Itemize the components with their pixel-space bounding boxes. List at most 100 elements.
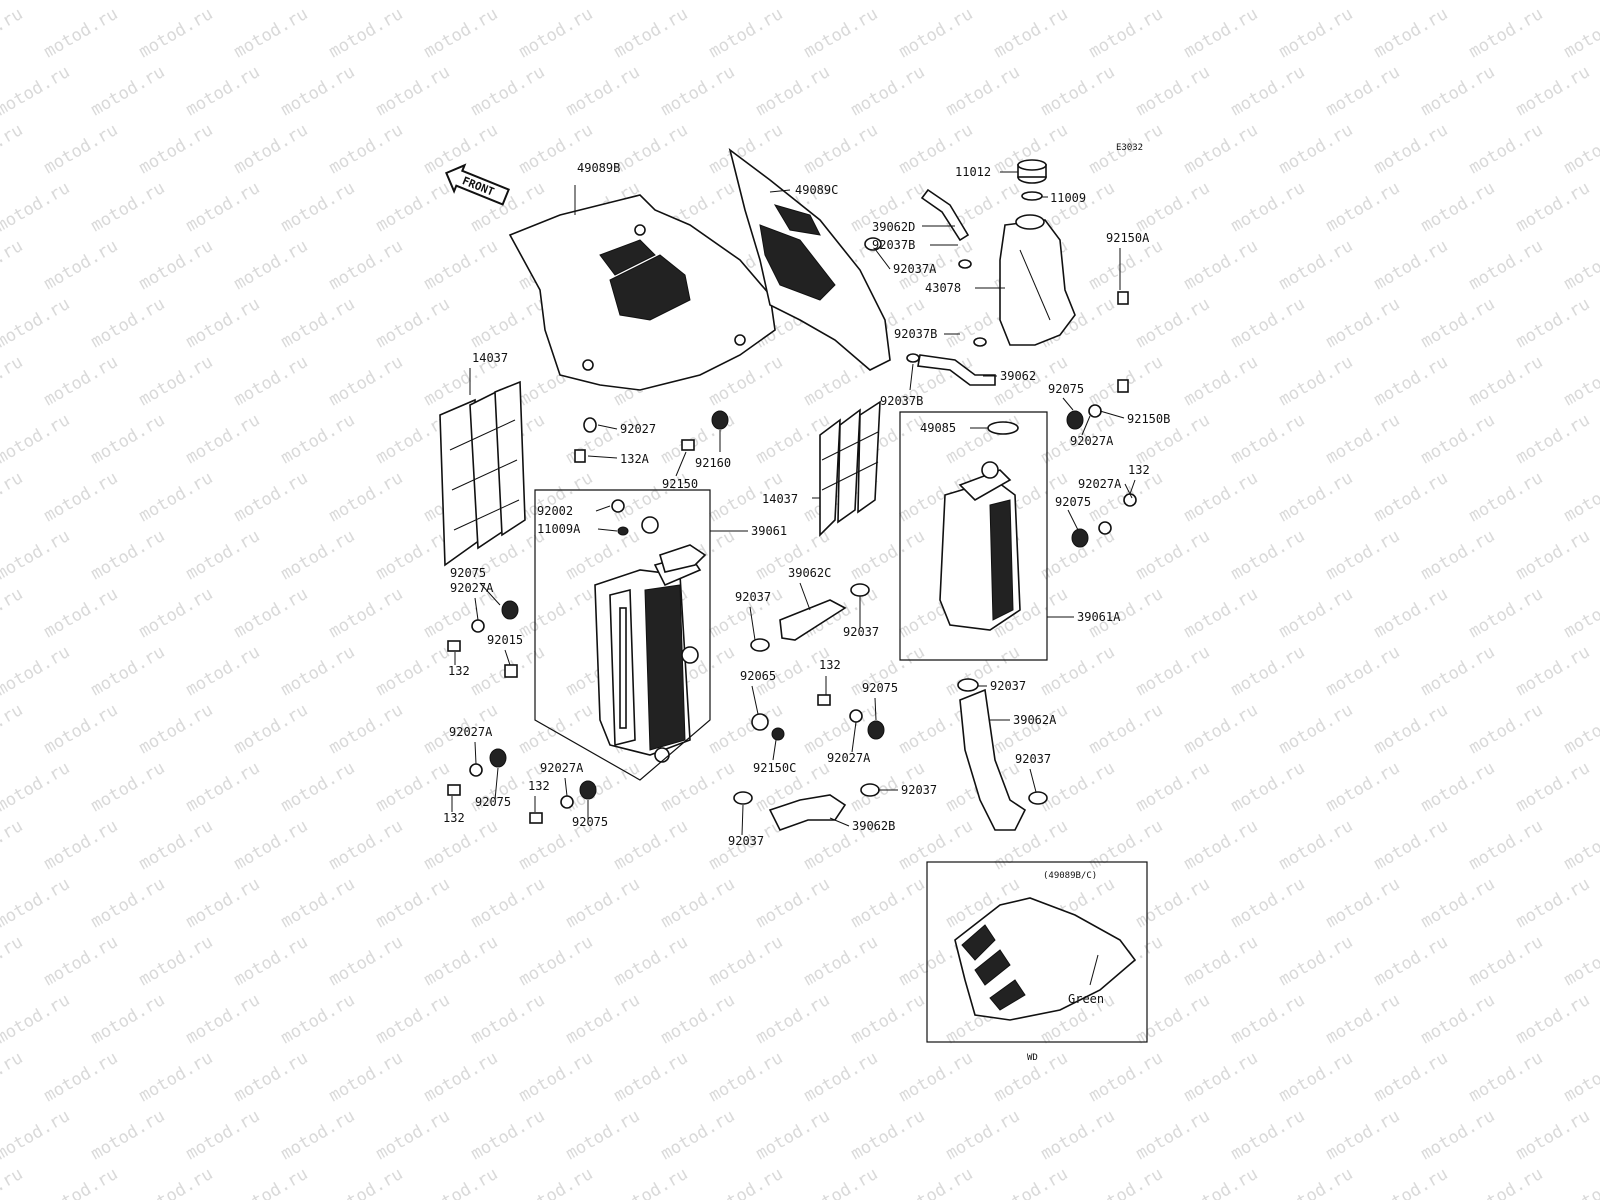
watermark-text: motod.ru <box>0 700 26 758</box>
leader-line <box>874 248 891 270</box>
part-number-label: 39062D <box>872 220 915 234</box>
watermark-text: motod.ru <box>1228 294 1309 352</box>
watermark-text: motod.ru <box>1133 62 1214 120</box>
watermark-text: motod.ru <box>1466 584 1547 642</box>
watermark-text: motod.ru <box>183 990 264 1048</box>
leader-line <box>1081 415 1091 436</box>
watermark-text: motod.ru <box>1276 236 1357 294</box>
front-arrow-icon: FRONT <box>445 163 510 206</box>
watermark-text: motod.ru <box>1371 932 1452 990</box>
watermark-text: motod.ru <box>0 4 26 62</box>
watermark-text: motod.ru <box>943 0 1024 4</box>
radiator-shroud-right <box>728 148 891 371</box>
watermark-text: motod.ru <box>706 4 787 62</box>
watermark-text: motod.ru <box>41 816 122 874</box>
watermark-text: motod.ru <box>1418 0 1499 4</box>
watermark-text: motod.ru <box>1323 758 1404 816</box>
watermark-text: motod.ru <box>801 932 882 990</box>
watermark-text: motod.ru <box>1466 236 1547 294</box>
watermark-text: motod.ru <box>1181 120 1262 178</box>
part-number-label: 92027A <box>1078 477 1122 491</box>
watermark-text: motod.ru <box>0 816 26 874</box>
watermark-text: motod.ru <box>1133 526 1214 584</box>
watermark-text: motod.ru <box>278 526 359 584</box>
hose-39062b <box>768 794 847 831</box>
watermark-text: motod.ru <box>41 468 122 526</box>
watermark-text: motod.ru <box>658 1106 739 1164</box>
watermark-text: motod.ru <box>1086 1164 1167 1200</box>
watermark-text: motod.ru <box>1133 758 1214 816</box>
watermark-text: motod.ru <box>183 62 264 120</box>
callout-labels: 49089B49089C110121100939062D92037B92037A… <box>443 161 1170 848</box>
watermark-text: motod.ru <box>136 932 217 990</box>
watermark-text: motod.ru <box>278 178 359 236</box>
watermark-text: motod.ru <box>1513 874 1594 932</box>
watermark-text: motod.ru <box>421 1048 502 1106</box>
watermark-text: motod.ru <box>1513 0 1594 4</box>
part-number-label: 92027A <box>449 725 493 739</box>
watermark-text: motod.ru <box>1371 584 1452 642</box>
watermark-text: motod.ru <box>611 120 692 178</box>
watermark-text: motod.ru <box>1323 990 1404 1048</box>
watermark-text: motod.ru <box>1513 294 1594 352</box>
watermark-text: motod.ru <box>1371 468 1452 526</box>
watermark-text: motod.ru <box>706 932 787 990</box>
leader-line <box>474 741 477 765</box>
overflow-hose-upper <box>920 188 970 242</box>
watermark-text: motod.ru <box>0 178 73 236</box>
watermark-text: motod.ru <box>516 700 597 758</box>
watermark-text: motod.ru <box>278 62 359 120</box>
watermark-text: motod.ru <box>1561 236 1600 294</box>
watermark-text: motod.ru <box>1038 0 1119 4</box>
watermark-text: motod.ru <box>1418 410 1499 468</box>
watermark-text: motod.ru <box>943 1106 1024 1164</box>
watermark-text: motod.ru <box>1181 816 1262 874</box>
part-number-label: 39062B <box>852 819 895 833</box>
watermark-text: motod.ru <box>136 4 217 62</box>
part-number-label: 92027A <box>1070 434 1114 448</box>
part-number-label: 92037A <box>893 262 937 276</box>
watermark-text: motod.ru <box>943 62 1024 120</box>
watermark-text: motod.ru <box>421 1164 502 1200</box>
watermark-text: motod.ru <box>326 120 407 178</box>
part-number-label: 92037 <box>843 625 879 639</box>
leader-line <box>504 649 511 666</box>
watermark-text: motod.ru <box>136 120 217 178</box>
watermark-text: motod.ru <box>231 700 312 758</box>
watermark-text: motod.ru <box>1371 1164 1452 1200</box>
watermark-text: motod.ru <box>421 4 502 62</box>
watermark-text: motod.ru <box>706 1048 787 1106</box>
watermark-text: motod.ru <box>1276 120 1357 178</box>
watermark-text: motod.ru <box>848 0 929 4</box>
watermark-text: motod.ru <box>0 236 26 294</box>
watermark-text: motod.ru <box>848 62 929 120</box>
watermark-text: motod.ru <box>326 236 407 294</box>
watermark-text: motod.ru <box>563 874 644 932</box>
watermark-text: motod.ru <box>1561 352 1600 410</box>
watermark-text: motod.ru <box>1276 816 1357 874</box>
watermark-text: motod.ru <box>373 1106 454 1164</box>
diagram-code: E3032 <box>1116 143 1143 153</box>
leader-line <box>751 685 759 715</box>
part-number-label: 92150C <box>753 761 796 775</box>
watermark-text: motod.ru <box>848 874 929 932</box>
part-number-label: 132 <box>528 779 550 793</box>
watermark-text: motod.ru <box>848 990 929 1048</box>
leader-line <box>741 804 744 836</box>
watermark-text: motod.ru <box>183 1106 264 1164</box>
watermark-text: motod.ru <box>373 642 454 700</box>
part-number-label: 39062A <box>1013 713 1057 727</box>
watermark-text: motod.ru <box>1228 758 1309 816</box>
watermark-text: motod.ru <box>231 932 312 990</box>
watermark-text: motod.ru <box>41 584 122 642</box>
watermark-text: motod.ru <box>1181 932 1262 990</box>
watermark-text: motod.ru <box>278 758 359 816</box>
watermark-text: motod.ru <box>326 700 407 758</box>
watermark-text: motod.ru <box>0 758 73 816</box>
watermark-text: motod.ru <box>1323 1106 1404 1164</box>
watermark-text: motod.ru <box>373 874 454 932</box>
watermark-text: motod.ru <box>326 468 407 526</box>
watermark-text: motod.ru <box>1418 758 1499 816</box>
reservoir-tank <box>999 214 1076 346</box>
